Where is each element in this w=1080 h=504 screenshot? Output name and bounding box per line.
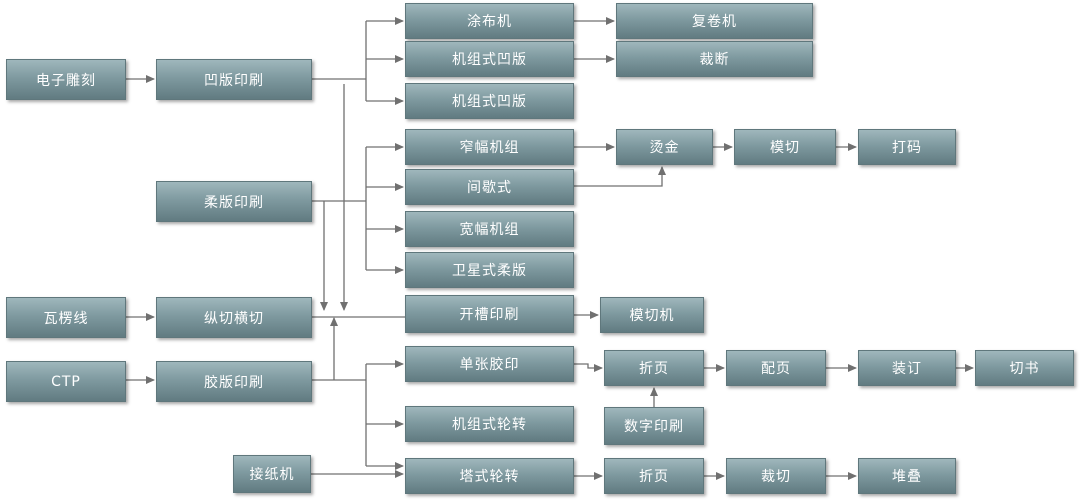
node-slot-printing: 开槽印刷 (405, 295, 574, 333)
node-collating: 配页 (726, 350, 826, 386)
node-hot-stamping: 烫金 (616, 129, 713, 165)
node-digital-printing: 数字印刷 (604, 407, 704, 445)
node-cutoff: 裁断 (616, 41, 813, 77)
node-die-cutting: 模切 (734, 129, 836, 165)
arrow-intermittent-hotstamp (574, 166, 666, 187)
node-intermittent: 间歇式 (405, 169, 574, 205)
node-unit-gravure-1: 机组式凹版 (405, 41, 574, 77)
node-rewinder: 复卷机 (616, 3, 813, 39)
node-offset-printing: 胶版印刷 (156, 361, 312, 402)
node-folding-1: 折页 (604, 350, 704, 386)
arrow-sheetfed-fold (574, 363, 603, 372)
node-unit-gravure-2: 机组式凹版 (405, 83, 574, 119)
node-unit-web-press: 机组式轮转 (405, 406, 574, 442)
node-die-cutter: 模切机 (600, 297, 704, 333)
node-gravure-printing: 凹版印刷 (156, 59, 312, 100)
node-coding: 打码 (858, 129, 956, 165)
node-splicer: 接纸机 (233, 455, 311, 493)
node-ci-flexo: 卫星式柔版 (405, 252, 574, 288)
node-ctp: CTP (6, 361, 126, 402)
node-book-trimming: 切书 (975, 350, 1074, 386)
node-coater: 涂布机 (405, 3, 574, 39)
node-tower-web-press: 塔式轮转 (405, 458, 574, 494)
node-slitter-cutter: 纵切横切 (156, 297, 312, 338)
node-folding-2: 折页 (604, 458, 704, 494)
node-sheetfed-offset: 单张胶印 (405, 346, 574, 382)
node-binding: 装订 (858, 350, 956, 386)
node-flexo-printing: 柔版印刷 (156, 181, 312, 222)
node-corrugator: 瓦楞线 (6, 297, 126, 338)
node-stacking: 堆叠 (858, 458, 956, 494)
node-cutting: 裁切 (726, 458, 826, 494)
node-wide-web-unit: 宽幅机组 (405, 211, 574, 247)
node-electronic-engraving: 电子雕刻 (6, 59, 126, 100)
node-narrow-web-unit: 窄幅机组 (405, 129, 574, 165)
